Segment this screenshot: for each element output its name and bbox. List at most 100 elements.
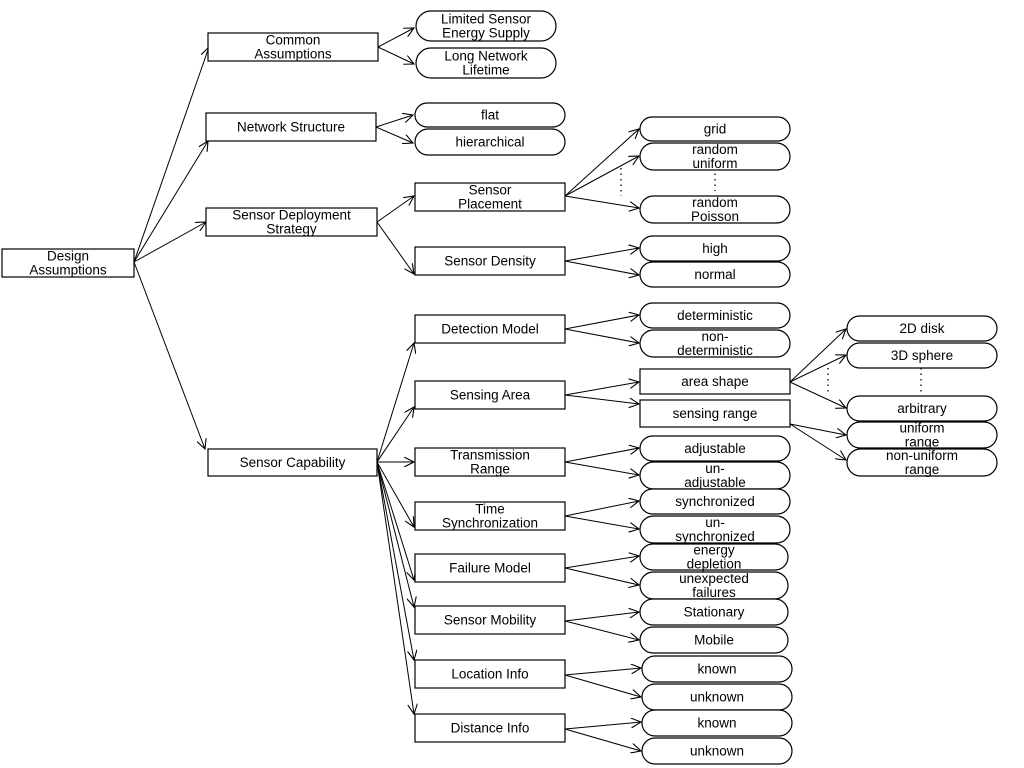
node-label: unknown [690, 744, 744, 759]
node-synced: synchronized [639, 488, 791, 515]
node-label: Location Info [451, 667, 528, 682]
node-density: Sensor Density [414, 246, 566, 276]
node-label: sensing range [673, 406, 758, 421]
edge-arrow [564, 501, 639, 517]
node-oval [846, 421, 998, 449]
node-failure: Failure Model [414, 553, 566, 583]
node-label: Sensor Density [444, 254, 536, 269]
node-mobile: Mobile [639, 626, 789, 654]
edge-arrow [564, 668, 641, 676]
edge-arrow [564, 556, 639, 569]
node-detection: Detection Model [414, 314, 566, 344]
node-label: Lifetime [462, 63, 509, 78]
node-label: Energy Supply [442, 26, 530, 41]
edge-arrow [564, 328, 639, 343]
nodes-layer: DesignAssumptionsCommonAssumptionsLimite… [1, 10, 998, 765]
node-areashape: area shape [639, 368, 791, 395]
node-locinfo: Location Info [414, 659, 566, 689]
edge-arrow [564, 674, 641, 697]
node-label: Distance Info [451, 721, 530, 736]
node-dknown: known [641, 709, 793, 737]
node-label: deterministic [677, 343, 753, 358]
node-label: non-uniform [886, 448, 958, 463]
node-label: non- [701, 329, 728, 344]
node-grid: grid [639, 116, 791, 142]
node-disk2d: 2D disk [846, 315, 998, 342]
node-box [205, 207, 378, 237]
node-label: Sensor Mobility [444, 613, 537, 628]
edge-arrow [133, 47, 209, 263]
edge-arrow [564, 612, 639, 622]
node-label: un- [705, 461, 725, 476]
node-label: grid [704, 122, 727, 137]
edge-arrow [375, 115, 413, 128]
node-high: high [639, 235, 791, 262]
node-label: Synchronization [442, 516, 538, 531]
node-label: uniform [899, 421, 944, 436]
node-label: failures [692, 585, 736, 600]
node-label: adjustable [684, 441, 746, 456]
node-nondeterm: non-deterministic [639, 329, 791, 358]
node-oval [639, 116, 791, 142]
node-label: known [697, 662, 736, 677]
node-label: known [697, 716, 736, 731]
node-oval [639, 515, 791, 544]
edge-arrow [564, 382, 639, 396]
node-label: high [702, 241, 728, 256]
node-box [414, 447, 566, 477]
node-oval [639, 543, 789, 571]
node-label: uniform [692, 156, 737, 171]
edge-arrow [564, 567, 639, 585]
node-oval [639, 435, 791, 462]
node-oval [641, 655, 793, 683]
node-oval [639, 598, 789, 626]
node-label: deterministic [677, 308, 753, 323]
edge-arrow [376, 221, 414, 274]
node-oval [639, 195, 791, 224]
edges-layer [133, 28, 846, 751]
node-label: Transmission [450, 448, 530, 463]
node-adjustable: adjustable [639, 435, 791, 462]
edge-arrow [376, 461, 414, 607]
edge-arrow [564, 315, 639, 330]
node-label: Common [266, 33, 321, 48]
node-box [639, 368, 791, 395]
edge-arrow [376, 461, 414, 580]
node-label: 3D sphere [891, 348, 953, 363]
node-label: Long Network [444, 49, 528, 64]
node-hier: hierarchical [414, 128, 566, 156]
node-unsynced: un-synchronized [639, 515, 791, 544]
node-label: Assumptions [254, 47, 332, 62]
node-capability: Sensor Capability [207, 448, 378, 477]
node-box [1, 248, 135, 278]
node-sphere3d: 3D sphere [846, 342, 998, 369]
node-label: Strategy [266, 222, 317, 237]
edge-arrow [564, 129, 639, 197]
edge-arrow [564, 728, 641, 751]
node-label: synchronized [675, 529, 755, 544]
node-box [414, 501, 566, 531]
edge-arrow [564, 620, 639, 640]
node-label: Network Structure [237, 120, 345, 135]
node-lknown: known [641, 655, 793, 683]
node-oval [414, 102, 566, 128]
node-label: random [692, 195, 738, 210]
node-lunknown: unknown [641, 683, 793, 711]
node-label: hierarchical [455, 135, 524, 150]
edge-arrow [133, 222, 206, 263]
node-box [414, 659, 566, 689]
node-oval [639, 302, 791, 329]
node-box [207, 32, 379, 62]
edge-arrow [564, 394, 639, 404]
node-label: Assumptions [29, 263, 107, 278]
node-label: range [905, 435, 940, 450]
node-unadjustable: un-adjustable [639, 461, 791, 490]
node-oval [415, 10, 557, 42]
node-box [414, 605, 566, 635]
node-stationary: Stationary [639, 598, 789, 626]
